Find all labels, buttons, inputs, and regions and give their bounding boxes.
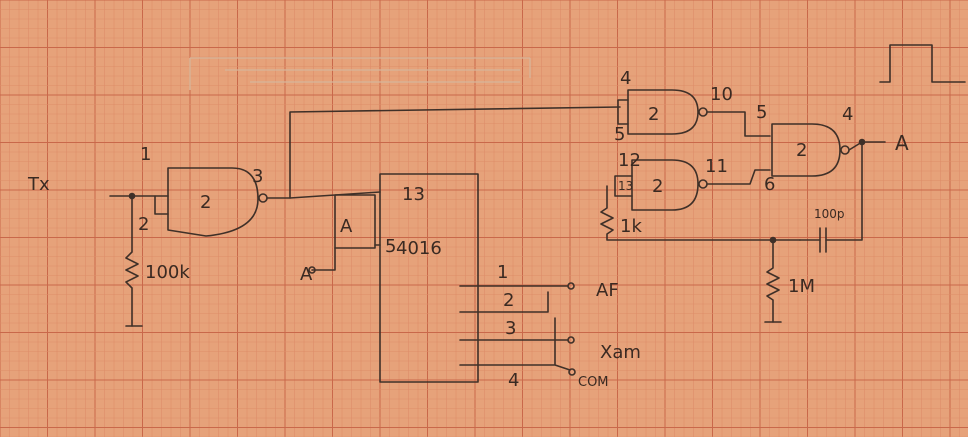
switch-line-2 xyxy=(459,291,549,313)
label-pin1: 1 xyxy=(140,144,151,165)
label-input-a: A xyxy=(300,264,313,285)
label-sw3: 3 xyxy=(505,318,516,339)
label-pin11: 11 xyxy=(705,156,728,177)
wire-pin11 xyxy=(706,169,771,185)
label-gateout-mark: 2 xyxy=(796,140,807,161)
label-output-a: A xyxy=(895,131,909,155)
label-gate2-mark: 2 xyxy=(648,104,659,125)
nand-gate-out-body xyxy=(771,123,841,177)
label-gate-mark: 2 xyxy=(200,192,211,213)
resistor-1k xyxy=(600,185,801,241)
nand-gate-1-body xyxy=(167,167,259,237)
label-pin4a: 4 xyxy=(620,68,631,89)
gate3-input-ties xyxy=(614,175,633,197)
faint-erased-sketch xyxy=(189,57,531,90)
wire-pin10 xyxy=(706,111,771,137)
switch-line-4 xyxy=(459,317,571,371)
resistor-100k xyxy=(125,195,139,327)
label-xam: Xam xyxy=(600,342,641,363)
label-pin3: 3 xyxy=(252,166,263,187)
label-pin5a: 5 xyxy=(614,124,625,145)
label-4016: 4016 xyxy=(396,238,442,259)
box-a-inverter xyxy=(334,194,376,249)
label-sw4: 4 xyxy=(508,370,519,391)
nand-gate-2-body xyxy=(627,89,699,135)
label-pin2: 2 xyxy=(138,214,149,235)
output-pulse-waveform xyxy=(879,44,966,83)
label-sw2: 2 xyxy=(503,290,514,311)
wire-pin3-to-top-bus xyxy=(266,106,621,199)
ic-4016-body xyxy=(379,173,479,383)
af-terminal xyxy=(567,282,575,290)
label-100k: 100k xyxy=(145,262,190,283)
wire-input-a-to-box xyxy=(311,247,336,271)
gate2-input-ties xyxy=(617,99,629,125)
label-pin5-out: 5 xyxy=(756,102,767,123)
label-gate3-mark: 2 xyxy=(652,176,663,197)
label-pin13a: 13 xyxy=(618,179,633,193)
label-pin6: 6 xyxy=(764,174,775,195)
label-1k: 1k xyxy=(620,216,642,237)
label-pin10: 10 xyxy=(710,84,733,105)
label-tx: Tx xyxy=(27,174,50,195)
nand-gate-3-body xyxy=(631,159,699,211)
label-pin13b: 13 xyxy=(402,184,425,205)
label-box-a: A xyxy=(340,216,353,237)
input-a-terminal xyxy=(308,266,316,274)
label-af: AF xyxy=(596,280,619,301)
label-pin5b: 5 xyxy=(385,236,396,257)
xam-terminal xyxy=(567,336,575,344)
feedback-wire xyxy=(825,141,863,241)
label-cap: 100p xyxy=(814,207,845,221)
input-wire-pin2 xyxy=(154,195,169,215)
com-terminal xyxy=(568,368,576,376)
label-pin4-out: 4 xyxy=(842,104,853,125)
resistor-1m xyxy=(766,239,780,323)
label-sw1: 1 xyxy=(497,262,508,283)
label-com: COM xyxy=(578,375,609,390)
label-pin12: 12 xyxy=(618,150,641,171)
label-1m: 1M xyxy=(788,276,815,297)
